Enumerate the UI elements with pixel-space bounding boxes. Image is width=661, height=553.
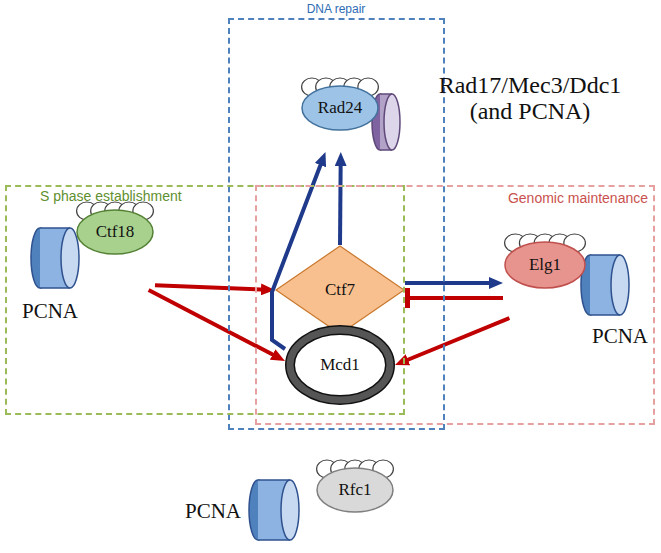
arrow-connector bbox=[405, 281, 495, 285]
loader-body bbox=[77, 210, 153, 254]
clamp-front bbox=[281, 480, 299, 540]
arrow-connector bbox=[149, 290, 278, 357]
dna-repair-region: DNA repairRad24Ctf7Mcd1 bbox=[228, 18, 445, 430]
clamp-edge bbox=[40, 227, 70, 229]
rad24-complex: Rad24 bbox=[300, 62, 402, 152]
region-title: Genomic maintenance bbox=[508, 190, 648, 206]
region-title: DNA repair bbox=[307, 3, 366, 17]
loader-body bbox=[505, 242, 585, 288]
clamp-edge bbox=[258, 479, 290, 481]
clamp-front bbox=[384, 94, 400, 150]
pcna-label: PCNA bbox=[592, 325, 648, 348]
ring-inner bbox=[290, 330, 390, 400]
node-label: Rad24 bbox=[318, 98, 362, 118]
node-label: Mcd1 bbox=[320, 355, 360, 375]
mcd1-ring: Mcd1 bbox=[285, 325, 395, 405]
arrow-connector bbox=[338, 160, 343, 245]
ctf18-complex-outline bbox=[28, 195, 155, 290]
arrow-connector bbox=[402, 318, 509, 362]
clamp-front bbox=[611, 255, 629, 315]
clamp-edge bbox=[590, 254, 620, 256]
ctf7-diamond: Ctf7 bbox=[275, 245, 405, 335]
clamp-label: Rad17/Mec3/Ddc1 (and PCNA) bbox=[420, 72, 640, 125]
node-label: Ctf7 bbox=[325, 280, 355, 300]
ctf18-complex: Ctf18 bbox=[28, 195, 155, 290]
pcna-label: PCNA bbox=[22, 300, 78, 323]
clamp-edge bbox=[258, 539, 290, 541]
pcna-label: PCNA bbox=[185, 500, 241, 523]
loader-body bbox=[302, 86, 378, 130]
arrow-connector bbox=[272, 160, 323, 350]
rfc1-complex-outline bbox=[248, 452, 395, 542]
loader-body bbox=[317, 468, 393, 512]
diamond-shape bbox=[276, 246, 404, 334]
elg1-complex-outline bbox=[503, 228, 632, 318]
region-title: S phase establishment bbox=[40, 188, 182, 204]
rfc1-complex: Rfc1 bbox=[248, 452, 395, 542]
node-label: Ctf18 bbox=[96, 222, 135, 242]
elg1-complex: Elg1 bbox=[503, 228, 632, 318]
clamp-front bbox=[61, 228, 79, 288]
inhibition-connector bbox=[409, 296, 503, 300]
ring-outer bbox=[290, 330, 390, 400]
node-label: Elg1 bbox=[529, 255, 561, 275]
node-label: Rfc1 bbox=[338, 480, 371, 500]
genomic-maintenance-region: Genomic maintenanceElg1 bbox=[255, 185, 655, 425]
arrow-connector bbox=[155, 285, 267, 289]
clamp-edge bbox=[40, 287, 70, 289]
clamp-edge bbox=[590, 314, 620, 316]
